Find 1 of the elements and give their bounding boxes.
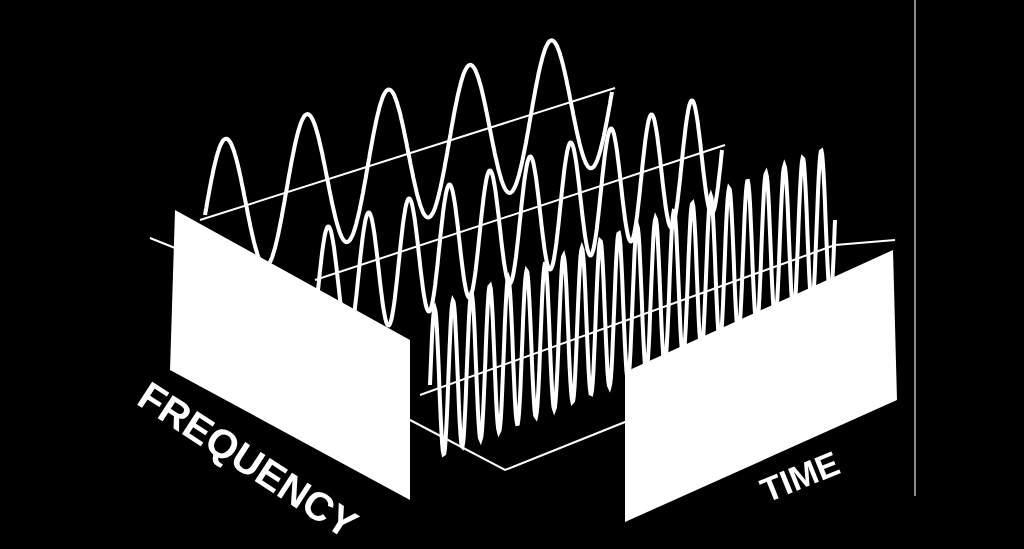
- axis-label: TIME: [754, 442, 846, 512]
